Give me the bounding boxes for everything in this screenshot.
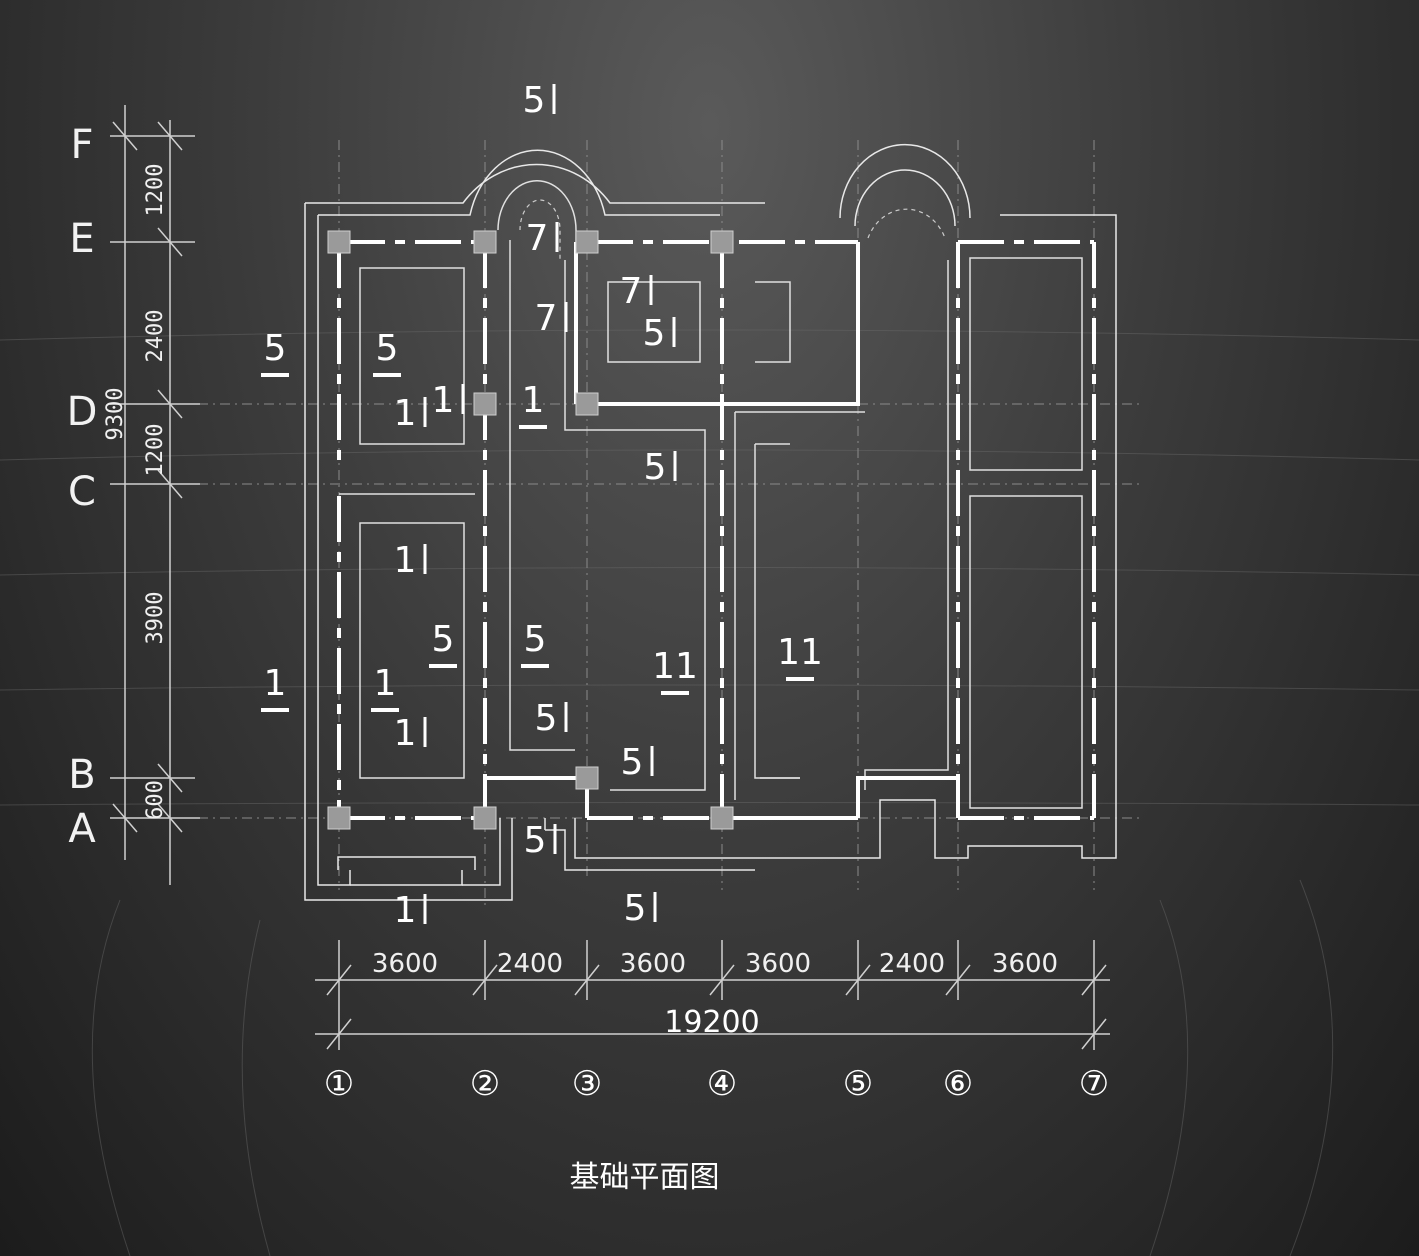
room-outlines [339,180,1083,809]
vertical-dimension: 1200 [143,164,168,217]
section-mark: 5 [264,328,287,369]
axis-number-6: ⑥ [943,1064,973,1104]
section-mark: 5 [523,80,546,121]
section-mark: 5 [432,619,455,660]
horizontal-dimension: 2400 [879,949,945,979]
vertical-dimension-lines [110,105,200,885]
section-mark: 5 [621,742,644,783]
axis-number-4: ④ [707,1064,737,1104]
section-mark: 7 [526,218,549,259]
dashed-foundation-arch-right [867,208,946,239]
axis-number-7: ⑦ [1079,1064,1109,1104]
horizontal-dimension: 3600 [745,949,811,979]
axis-letter-e: E [69,216,94,262]
wall-centerlines [337,240,1096,820]
axis-letters-vertical: F E DC BA [67,122,98,852]
section-mark: 11 [652,646,698,687]
horizontal-dimension: 3600 [620,949,686,979]
axis-gridlines [110,140,1140,910]
axis-number-5: ⑤ [843,1064,873,1104]
vertical-dimension: 2400 [143,310,168,363]
dashed-foundation-arch [519,199,561,260]
horizontal-dimension: 3600 [372,949,438,979]
section-mark: 1 [374,663,397,704]
section-mark: 7 [620,271,643,312]
vertical-dimension: 600 [143,780,168,820]
section-mark: 5 [376,328,399,369]
horizontal-dimension: 2400 [497,949,563,979]
section-mark: 1 [264,663,287,704]
axis-letter-c: C [68,469,96,515]
section-mark: 5 [644,447,667,488]
section-mark: 1 [394,713,417,754]
section-mark: 5 [624,888,647,929]
horizontal-dimensions: 3600 2400 3600 3600 2400 3600 [372,949,1058,979]
axis-letter-a: A [68,806,96,852]
total-vertical-dimension: 9300 [103,388,128,441]
drawing-caption: 基础平面图 [569,1160,720,1195]
section-mark: 7 [535,298,558,339]
section-mark: 5 [643,313,666,354]
axis-number-1: ① [324,1064,354,1104]
section-mark: 5 [524,820,547,861]
horizontal-dimension: 3600 [992,949,1058,979]
axis-letter-f: F [70,122,93,168]
background-grid-curves [0,329,1419,1256]
section-mark: 1 [522,380,545,421]
vertical-dimensions: 1200 2400 1200 3900 600 [143,164,168,820]
section-mark: 5 [524,619,547,660]
axis-letter-d: D [67,389,98,435]
total-horizontal-dimension: 19200 [664,1005,759,1040]
horizontal-dimension-lines [315,940,1110,1050]
axis-numbers-horizontal: ① ② ③ ④ ⑤ ⑥ ⑦ [324,1064,1109,1104]
section-mark: 11 [777,632,823,673]
axis-number-2: ② [470,1064,500,1104]
section-mark: 1 [394,393,417,434]
section-mark: 1 [394,540,417,581]
structural-columns [327,230,734,830]
vertical-dimension: 3900 [143,592,168,645]
axis-letter-b: B [68,752,95,798]
section-mark: 5 [535,698,558,739]
section-mark: 1 [394,890,417,931]
section-mark: 1 [432,380,455,421]
axis-number-3: ③ [572,1064,602,1104]
vertical-dimension: 1200 [143,424,168,477]
foundation-outlines [304,143,1117,901]
